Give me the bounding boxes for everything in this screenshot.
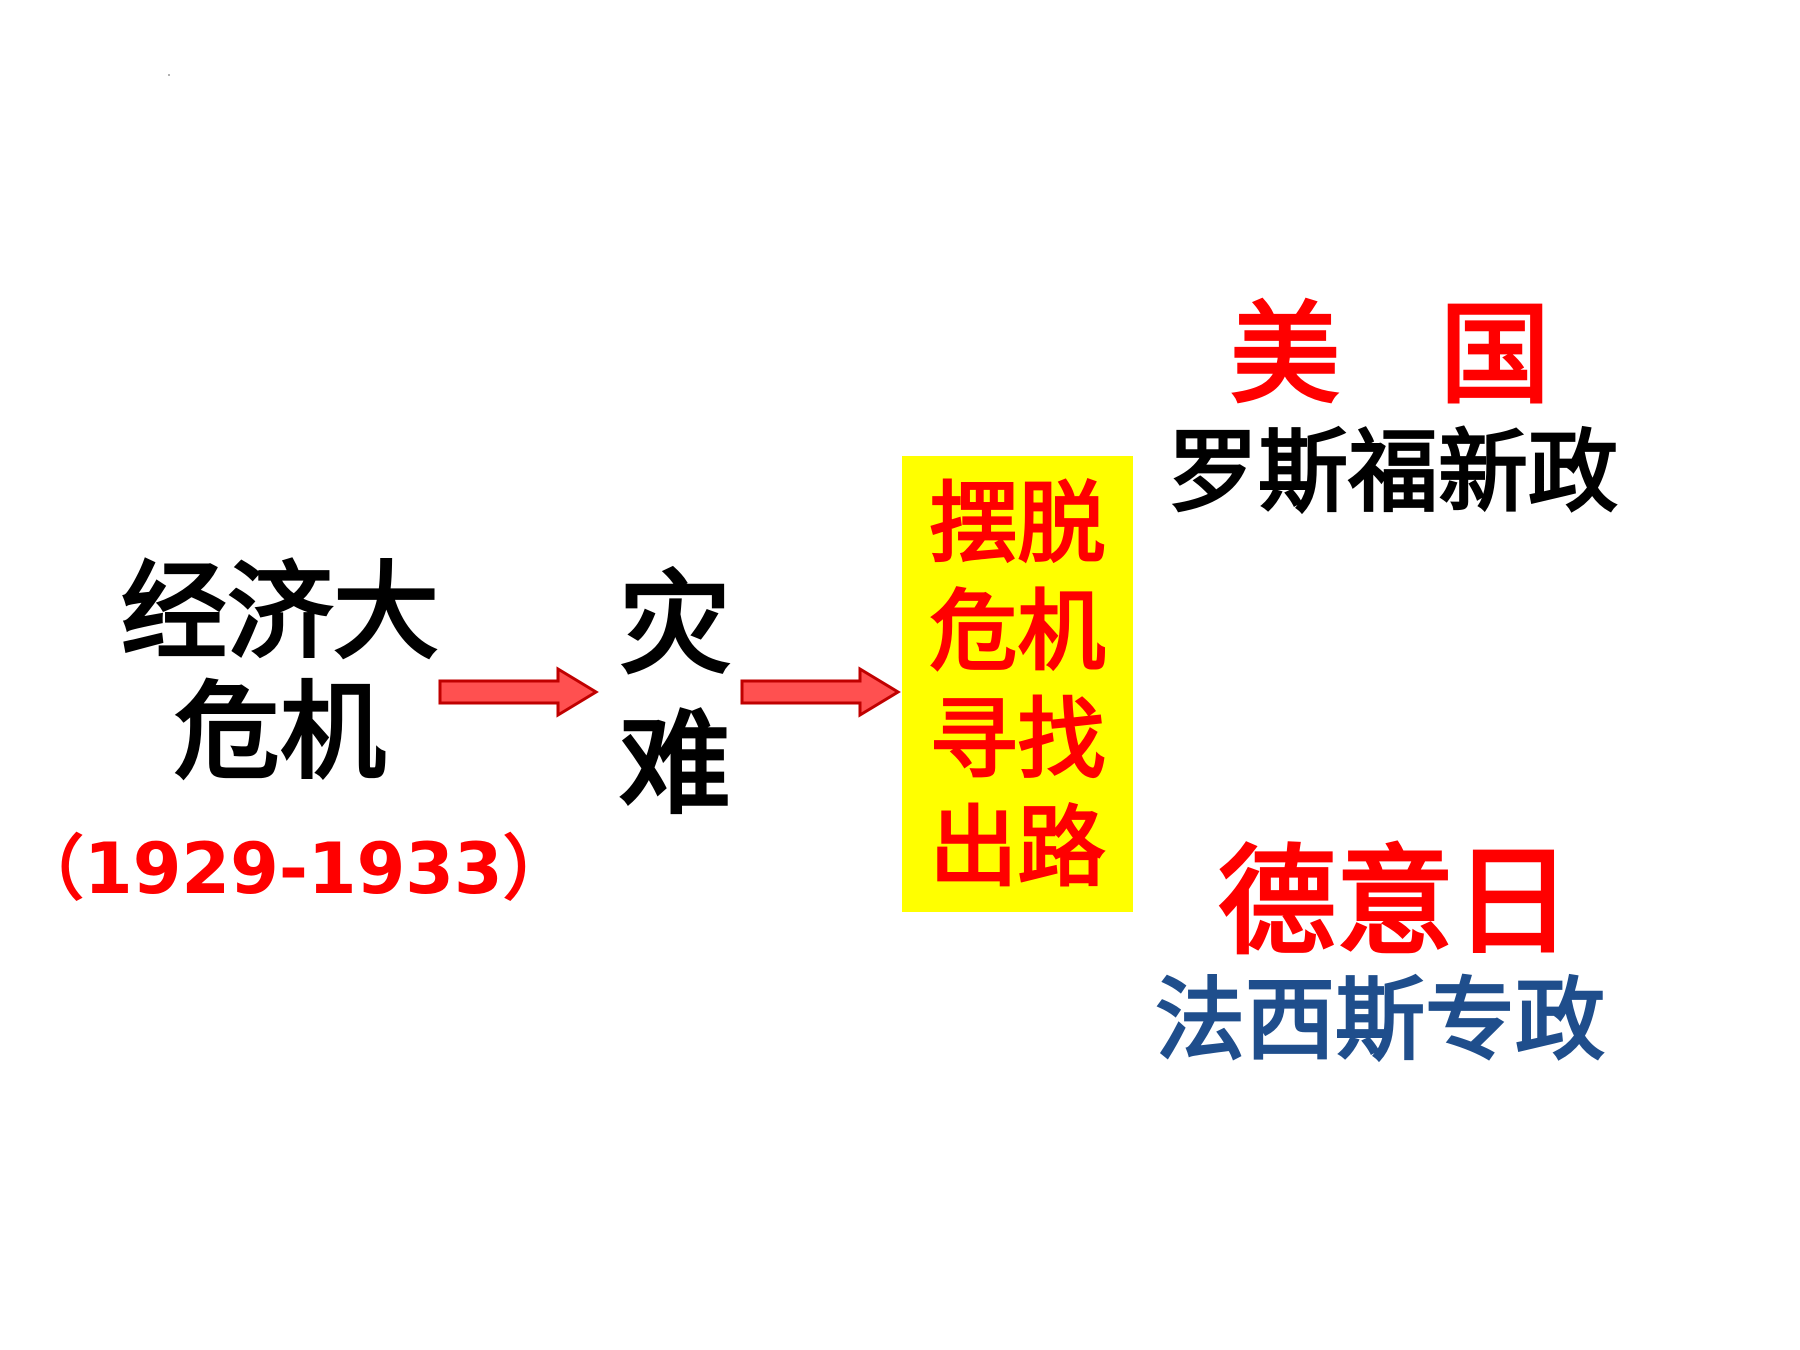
goal-box: [902, 456, 1133, 912]
cause-label: 经济大 危机: [112, 553, 448, 793]
axis-policy: 法西斯专政: [1155, 968, 1605, 1073]
axis-title: 德意日: [1218, 833, 1573, 971]
usa-policy: 罗斯福新政: [1168, 420, 1618, 525]
cause-line-2: 危机: [174, 671, 386, 794]
usa-title: 美国: [1230, 291, 1650, 419]
goal-label: 摆脱 危机 寻找 出路: [902, 470, 1133, 902]
arrow-right-icon: [438, 666, 599, 718]
disaster-label: 灾 难: [610, 555, 740, 835]
goal-line-2: 危机: [929, 580, 1106, 683]
cause-years: （1929-1933）: [14, 828, 573, 910]
cause-line-1: 经济大: [121, 551, 439, 674]
disaster-char-1: 灾: [619, 560, 731, 690]
slide-dot: [168, 74, 170, 76]
goal-line-1: 摆脱: [929, 472, 1106, 575]
arrow-right-icon: [740, 666, 901, 718]
disaster-char-2: 难: [619, 700, 731, 830]
goal-line-3: 寻找: [929, 688, 1106, 791]
goal-line-4: 出路: [929, 796, 1106, 899]
